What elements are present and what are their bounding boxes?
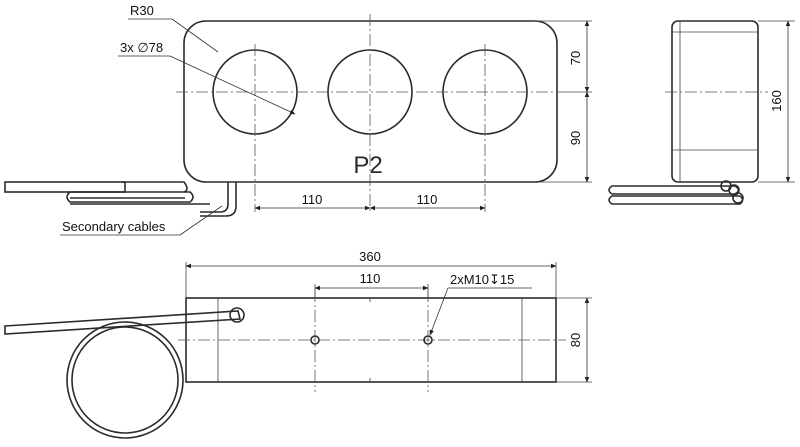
thread-leader: [429, 287, 449, 336]
top-view: 360 110 2xM10↧15 80: [4, 249, 592, 439]
thread-label: 2xM10↧15: [450, 272, 514, 287]
front-body-outline: [183, 20, 558, 183]
secondary-cables-label: Secondary cables: [62, 219, 166, 234]
dim-110-bottom: 110: [360, 271, 381, 286]
side-cable-bundle: [608, 180, 744, 205]
radius-label: R30: [130, 3, 154, 18]
mounting-hole-right: [423, 335, 433, 345]
front-view: P2 R30 3x ∅78 110 110 70 90: [4, 3, 592, 236]
radius-leader: [171, 18, 219, 53]
holes-leader: [169, 55, 296, 115]
model-label: P2: [353, 152, 382, 179]
secondary-cable-bundle: [4, 181, 237, 217]
dim-80: 80: [568, 333, 583, 347]
holes-label: 3x ∅78: [120, 40, 163, 55]
side-view: 160: [608, 20, 795, 205]
dim-360: 360: [359, 249, 381, 264]
dim-110-left: 110: [302, 192, 323, 207]
cable-loop: [4, 307, 245, 439]
dim-90: 90: [568, 131, 583, 145]
secondary-leader: [179, 205, 223, 236]
mounting-hole-left: [310, 335, 320, 345]
dim-110-right: 110: [417, 192, 438, 207]
side-body-outline: [671, 20, 759, 183]
dim-160: 160: [769, 90, 784, 112]
dim-70: 70: [568, 51, 583, 65]
